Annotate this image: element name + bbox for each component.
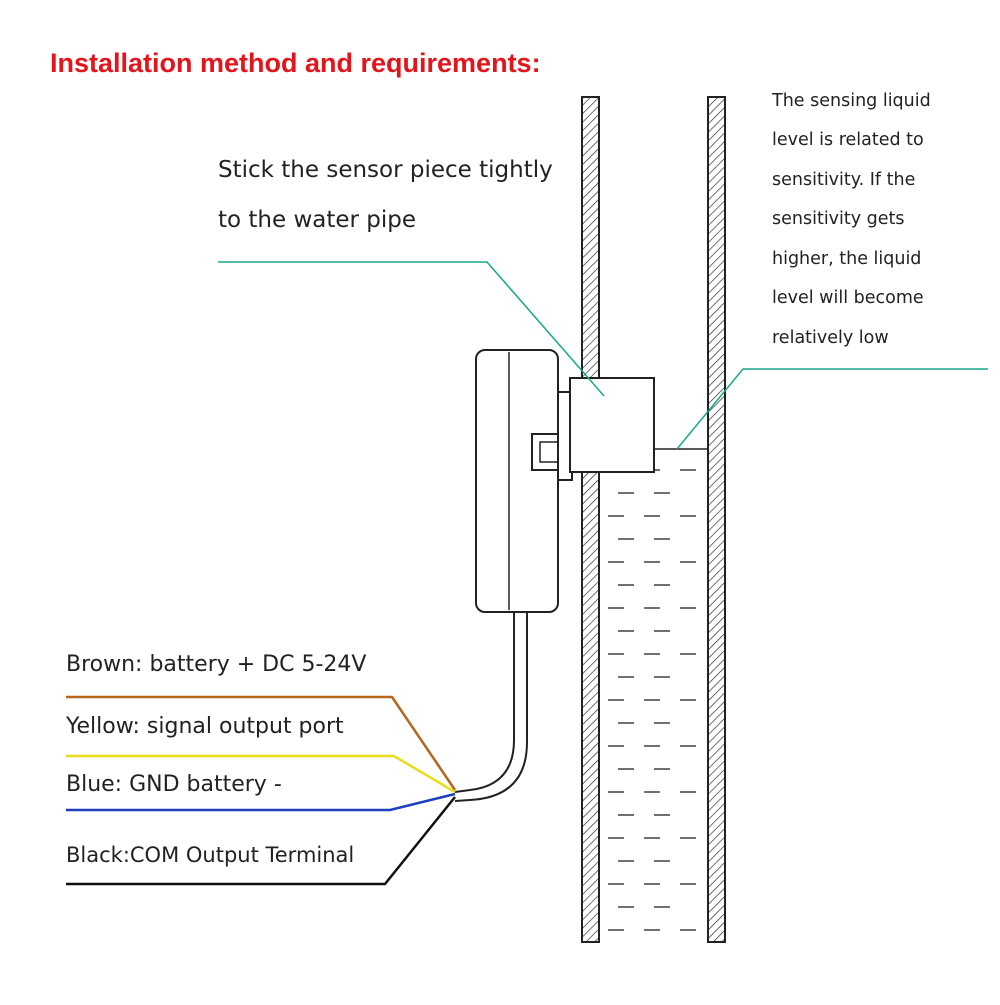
wire-line-yellow bbox=[66, 754, 456, 794]
wire-line-blue bbox=[66, 792, 456, 812]
page-title: Installation method and requirements: bbox=[50, 48, 541, 78]
wire-line-brown bbox=[66, 695, 457, 791]
wire-label-blue: Blue: GND battery - bbox=[66, 772, 282, 797]
wire-line-black bbox=[66, 796, 456, 886]
wire-label-brown: Brown: battery + DC 5-24V bbox=[66, 652, 367, 677]
controller-clip-inner bbox=[539, 441, 558, 463]
callout-sensing-line-5: higher, the liquid bbox=[772, 249, 922, 269]
callout-sensing-line-4: sensitivity gets bbox=[772, 209, 905, 229]
callout-sensing-line-2: level is related to bbox=[772, 130, 924, 150]
leader-line-liquid-level bbox=[676, 368, 988, 450]
controller-clip bbox=[531, 433, 558, 471]
wire-label-yellow: Yellow: signal output port bbox=[66, 714, 344, 739]
sensor-cable-inner bbox=[454, 612, 528, 802]
pipe-right-wall bbox=[707, 96, 726, 943]
controller-housing bbox=[475, 349, 559, 613]
pipe-left-wall bbox=[581, 96, 600, 943]
leader-line-sensor-piece bbox=[218, 261, 605, 397]
pipe bbox=[581, 96, 726, 943]
callout-sensing-line-7: relatively low bbox=[772, 328, 889, 348]
sensor-cable bbox=[454, 612, 515, 793]
callout-sensing-line-1: The sensing liquid bbox=[772, 91, 931, 111]
wire-label-black: Black:COM Output Terminal bbox=[66, 843, 355, 867]
sensor-body bbox=[569, 377, 655, 473]
sensor-piece bbox=[557, 377, 655, 481]
controller-box bbox=[475, 349, 559, 613]
wire-lines bbox=[66, 695, 457, 886]
callout-sensing-line-6: level will become bbox=[772, 288, 924, 308]
callout-sensing-line-3: sensitivity. If the bbox=[772, 170, 916, 190]
callout-stick-line-1: Stick the sensor piece tightly bbox=[218, 157, 553, 183]
callout-stick-line-2: to the water pipe bbox=[218, 207, 417, 233]
liquid-dashes bbox=[608, 469, 696, 931]
